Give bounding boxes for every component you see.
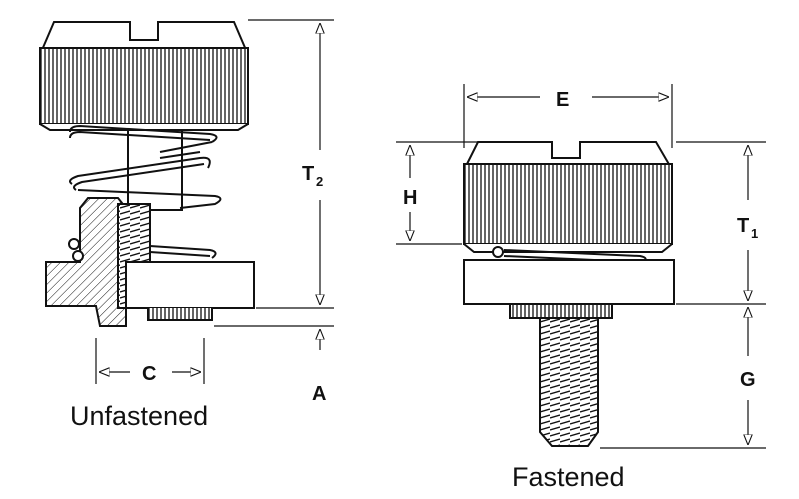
unfastened-washer [125,261,255,309]
label-t2-main: T [302,163,314,185]
label-c: C [142,363,156,385]
unfastened-dimension-lines [95,19,334,384]
label-t1-main: T [737,215,749,237]
unfastened-shank [127,129,183,211]
fastened-knurled-head [463,163,673,245]
label-h: H [403,187,417,209]
label-t1-sub: 1 [751,226,758,241]
caption-fastened: Fastened [512,462,625,492]
label-t2: T 2 [302,163,323,189]
label-e: E [556,89,569,111]
fastened-thread [539,317,599,447]
unfastened-spring [69,124,222,259]
unfastened-ferrule-section [45,197,127,327]
unfastened-knurled-head [39,47,249,125]
fastened-assembly [463,141,675,447]
caption-unfastened: Unfastened [70,401,208,431]
label-a: A [312,383,326,405]
fastened-washer [463,259,675,305]
fastened-dimension-lines [396,84,766,449]
label-t1: T 1 [737,215,758,241]
fastened-head-top [464,141,672,167]
label-g: G [740,369,756,391]
unfastened-assembly [39,21,255,327]
unfastened-head-top [40,21,248,51]
label-t2-sub: 2 [316,174,323,189]
